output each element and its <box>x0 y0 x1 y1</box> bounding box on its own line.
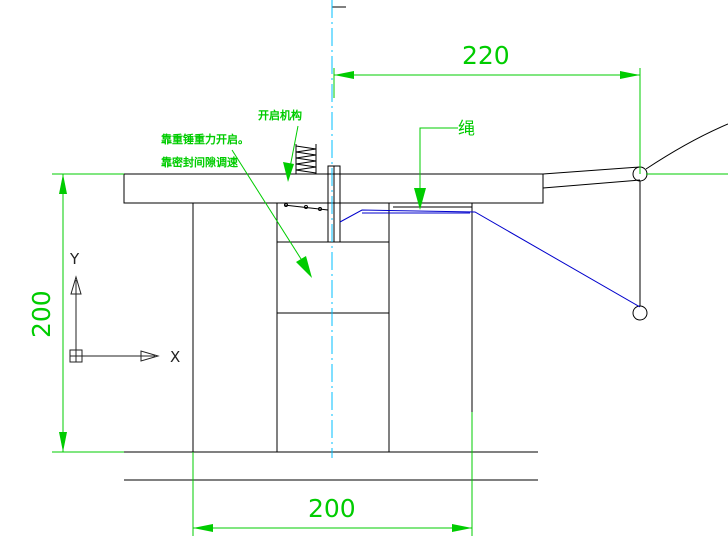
note-mechanism: 开启机构 <box>258 108 302 122</box>
dimension-left-200: 200 <box>27 290 56 338</box>
note-rope: 绳 <box>458 119 475 139</box>
dimension-arrows <box>59 71 640 532</box>
axis-y-label: Y <box>69 250 80 268</box>
pivot-curve <box>645 123 728 170</box>
rope <box>339 209 641 308</box>
lever <box>283 204 329 211</box>
axis-x-label: X <box>170 348 180 366</box>
ucs-axis-icon <box>69 275 160 363</box>
note-seal-gap: 靠密封间隙调速 <box>161 155 238 169</box>
spring <box>295 144 317 174</box>
dimension-lines <box>52 68 728 536</box>
arm-lower <box>542 179 641 189</box>
note-gravity-open: 靠重锤重力开启。 <box>161 132 249 146</box>
dimension-bottom-200: 200 <box>308 494 356 523</box>
weight-circle <box>632 305 648 321</box>
arm-upper <box>542 166 641 175</box>
machine-body <box>123 6 728 481</box>
dimension-top-220: 220 <box>462 41 510 70</box>
